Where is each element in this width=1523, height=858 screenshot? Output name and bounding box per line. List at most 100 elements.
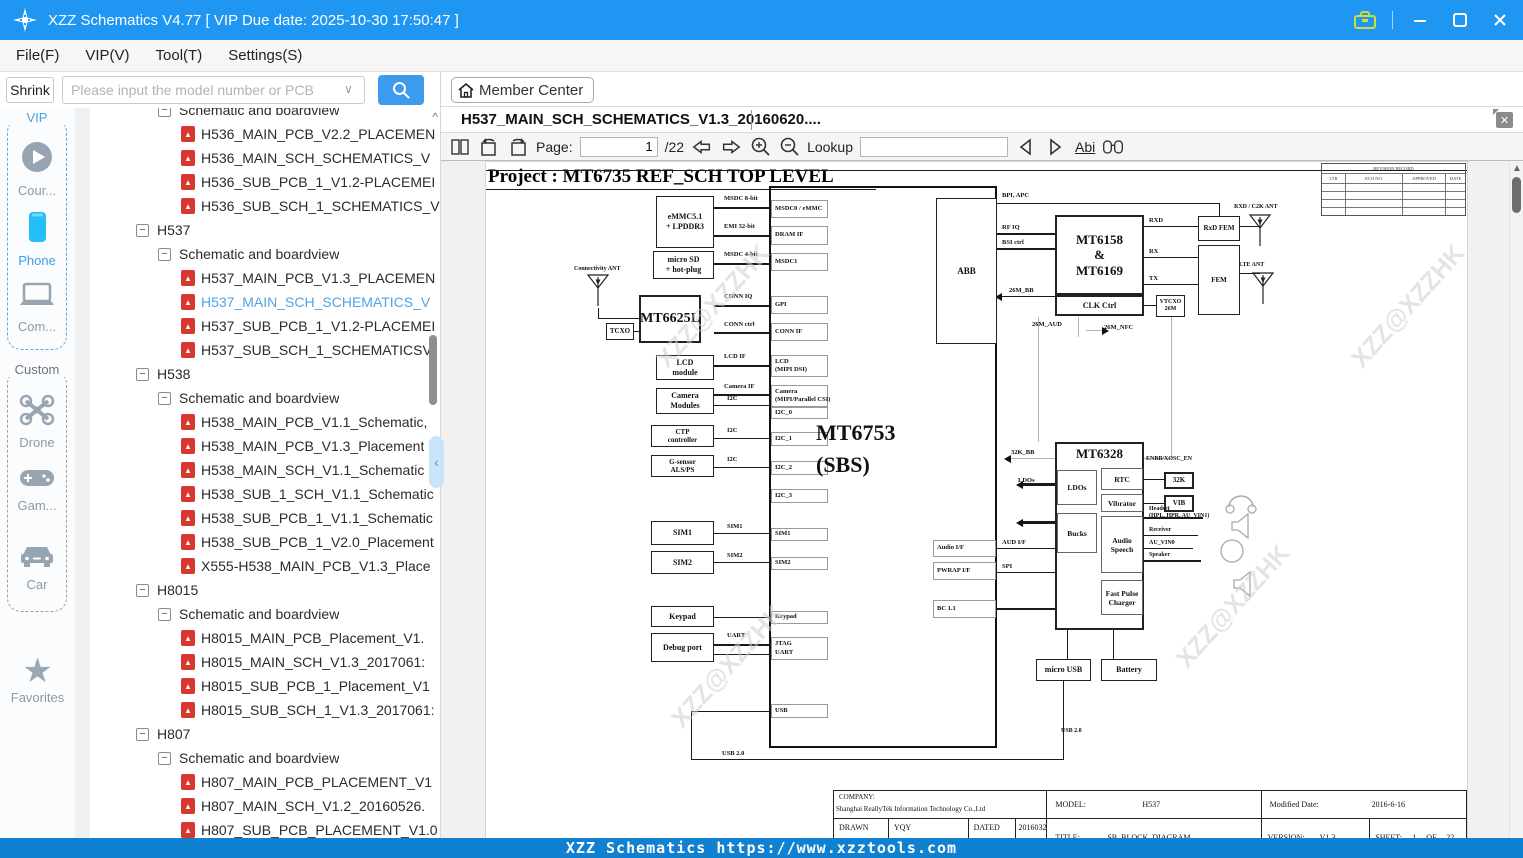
schematic-block-micro-sd: micro SD+ hot-plug	[653, 251, 714, 279]
tree-model-node[interactable]: −H807	[90, 722, 440, 746]
collapse-icon[interactable]: −	[136, 727, 149, 741]
maximize-button[interactable]	[1447, 7, 1473, 33]
tree-file[interactable]: ▲H536_MAIN_PCB_V2.2_PLACEMEN	[90, 122, 440, 146]
window-title: XZZ Schematics V4.77 [ VIP Due date: 202…	[48, 11, 459, 29]
tree-file[interactable]: ▲H8015_MAIN_PCB_Placement_V1.	[90, 626, 440, 650]
document-tab[interactable]: H537_MAIN_SCH_SCHEMATICS_V1.3_20160620..…	[461, 111, 821, 128]
viewer-scrollbar[interactable]: ▲	[1509, 161, 1523, 838]
tree-file[interactable]: ▲H538_MAIN_PCB_V1.3_Placement	[90, 434, 440, 458]
tree-file[interactable]: ▲X555-H538_MAIN_PCB_V1.3_Place	[90, 554, 440, 578]
tree-group-node[interactable]: −Schematic and boardview	[90, 602, 440, 626]
sidebar-item-course[interactable]: Cour...	[8, 139, 66, 198]
member-center-button[interactable]: Member Center	[451, 77, 595, 103]
favorites-label: Favorites	[10, 690, 65, 705]
menu-settings[interactable]: Settings(S)	[228, 47, 303, 64]
previous-page-icon[interactable]	[691, 136, 713, 158]
tree-scrollbar-thumb[interactable]	[429, 335, 437, 405]
tree-file[interactable]: ▲H538_MAIN_SCH_V1.1_Schematic	[90, 458, 440, 482]
sidebar-item-drone[interactable]: Drone	[8, 393, 66, 450]
zoom-out-icon[interactable]	[778, 136, 800, 158]
page-number-input[interactable]	[579, 136, 658, 157]
tree-group-node[interactable]: −Schematic and boardview	[90, 746, 440, 770]
tree-file[interactable]: ▲H538_SUB_1_SCH_V1.1_Schematic	[90, 482, 440, 506]
collapse-icon[interactable]: −	[136, 583, 149, 597]
lookup-input[interactable]	[860, 136, 1008, 157]
collapse-icon[interactable]: −	[136, 367, 149, 381]
collapse-icon[interactable]: −	[158, 247, 171, 261]
tree-file[interactable]: ▲H807_MAIN_SCH_V1.2_20160526.	[90, 794, 440, 818]
panel-collapse-handle[interactable]: ‹	[429, 436, 444, 488]
shrink-button[interactable]: Shrink	[6, 77, 54, 103]
sidebar-item-game[interactable]: Gam...	[8, 466, 66, 513]
sidebar-item-car[interactable]: Car	[8, 541, 66, 592]
find-previous-icon[interactable]	[1015, 136, 1037, 158]
schematic-page[interactable]: Project : MT6735 REF_SCH TOP LEVEL COMPA…	[486, 162, 1470, 838]
binoculars-icon[interactable]	[1102, 136, 1124, 158]
schematic-wire	[997, 233, 1055, 235]
tree-file[interactable]: ▲H8015_SUB_PCB_1_Placement_V1	[90, 674, 440, 698]
tree-file[interactable]: ▲H8015_MAIN_SCH_V1.3_2017061:	[90, 650, 440, 674]
pdf-icon: ▲	[181, 486, 195, 502]
tree-file[interactable]: ▲H807_SUB_PCB_PLACEMENT_V1.0	[90, 818, 440, 838]
tree-group-node[interactable]: −Schematic and boardview	[90, 108, 440, 122]
tree-label: H538_SUB_PCB_1_V2.0_Placement	[201, 534, 434, 550]
tree-file[interactable]: ▲H8015_SUB_SCH_1_V1.3_2017061:	[90, 698, 440, 722]
tree-group-node[interactable]: −Schematic and boardview	[90, 242, 440, 266]
next-page-icon[interactable]	[720, 136, 742, 158]
find-next-icon[interactable]	[1044, 136, 1066, 158]
tree-group-node[interactable]: −Schematic and boardview	[90, 386, 440, 410]
search-button[interactable]	[378, 75, 424, 105]
collapse-icon[interactable]: −	[158, 751, 171, 765]
viewer-scrollbar-thumb[interactable]	[1512, 177, 1521, 213]
document-area[interactable]: Project : MT6735 REF_SCH TOP LEVEL COMPA…	[441, 161, 1523, 838]
schematic-block-abb: ABB	[936, 198, 997, 344]
sidebar-item-phone[interactable]: Phone	[8, 209, 66, 268]
tree-file[interactable]: ▲H537_MAIN_SCH_SCHEMATICS_V	[90, 290, 440, 314]
menu-tool[interactable]: Tool(T)	[155, 47, 203, 64]
tree-file[interactable]: ▲H538_MAIN_PCB_V1.1_Schematic,	[90, 410, 440, 434]
tree-file[interactable]: ▲H537_MAIN_PCB_V1.3_PLACEMEN	[90, 266, 440, 290]
speaker-icon	[1228, 512, 1252, 545]
match-case-toggle[interactable]: Abi	[1075, 138, 1096, 155]
sidebar-item-favorites[interactable]: ★ Favorites	[0, 654, 75, 705]
facing-pages-icon[interactable]	[449, 136, 471, 158]
company-label: COMPANY:	[839, 793, 875, 801]
minimize-button[interactable]	[1407, 7, 1433, 33]
tree-file[interactable]: ▲H537_SUB_PCB_1_V1.2-PLACEMEI	[90, 314, 440, 338]
collapse-icon[interactable]: −	[158, 607, 171, 621]
collapse-icon[interactable]: −	[158, 391, 171, 405]
tree-model-node[interactable]: −H8015	[90, 578, 440, 602]
block-label: SIM2	[672, 557, 693, 567]
menu-file[interactable]: File(F)	[16, 47, 60, 64]
tree-file[interactable]: ▲H536_SUB_SCH_1_SCHEMATICS_V	[90, 194, 440, 218]
tree-label: H536_MAIN_SCH_SCHEMATICS_V	[201, 150, 431, 166]
tree-file[interactable]: ▲H538_SUB_PCB_1_V1.1_Schematic	[90, 506, 440, 530]
menu-vip[interactable]: VIP(V)	[85, 47, 130, 64]
rotate-left-icon[interactable]	[478, 136, 500, 158]
tree-file[interactable]: ▲H537_SUB_SCH_1_SCHEMATICSV:	[90, 338, 440, 362]
search-input[interactable]	[62, 76, 365, 104]
tree-file[interactable]: ▲H538_SUB_PCB_1_V2.0_Placement	[90, 530, 440, 554]
tree-scroll-up-icon[interactable]: ^	[432, 110, 438, 124]
home-icon	[458, 82, 474, 98]
schematic-wire	[1067, 630, 1068, 659]
zoom-in-icon[interactable]	[749, 136, 771, 158]
tree-file[interactable]: ▲H536_SUB_PCB_1_V1.2-PLACEMEI	[90, 170, 440, 194]
rotate-right-icon[interactable]	[507, 136, 529, 158]
collapse-icon[interactable]: −	[158, 108, 171, 117]
tree-file[interactable]: ▲H536_MAIN_SCH_SCHEMATICS_V	[90, 146, 440, 170]
collapse-icon[interactable]: −	[136, 223, 149, 237]
revision-empty-cell	[1322, 192, 1345, 199]
license-briefcase-icon[interactable]	[1352, 7, 1378, 33]
schematic-block-sim1: SIM1	[651, 521, 714, 545]
wire-label: CONN ctrl	[724, 321, 755, 328]
scroll-up-icon[interactable]: ▲	[1512, 163, 1522, 174]
close-button[interactable]	[1487, 7, 1513, 33]
schematic-wire	[1011, 458, 1055, 459]
sidebar-item-computer[interactable]: Com...	[8, 281, 66, 334]
tree-model-node[interactable]: −H537	[90, 218, 440, 242]
close-document-icon[interactable]: ✕	[1493, 109, 1513, 128]
tree-model-node[interactable]: −H538	[90, 362, 440, 386]
tree-file[interactable]: ▲H807_MAIN_PCB_PLACEMENT_V1	[90, 770, 440, 794]
sidebar-item-label: Drone	[19, 435, 55, 450]
